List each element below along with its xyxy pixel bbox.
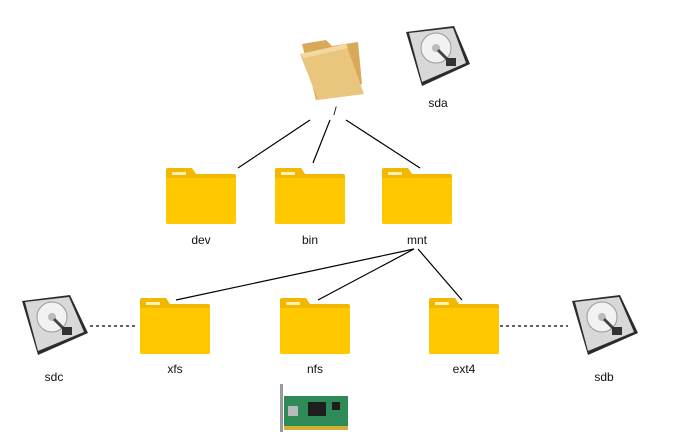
folder-icon — [140, 298, 210, 354]
edge-root-bin — [312, 119, 331, 164]
hard-drive-icon — [570, 293, 640, 357]
sdb-label: sdb — [594, 370, 614, 384]
edge-root-mnt — [345, 119, 421, 169]
hard-drive-icon — [404, 24, 472, 88]
edge-mnt-nfs — [317, 248, 415, 301]
mnt-label: mnt — [406, 233, 428, 247]
open-folder-icon — [296, 24, 372, 100]
folder-icon — [275, 168, 345, 224]
xfs-label: xfs — [167, 362, 183, 376]
edge-root-dev — [237, 119, 311, 169]
bin-label: bin — [301, 233, 319, 247]
edge-mnt-xfs — [175, 248, 415, 301]
nfs-label: nfs — [306, 362, 324, 376]
folder-icon — [280, 298, 350, 354]
dev-label: dev — [191, 233, 211, 247]
sda-label: sda — [428, 96, 448, 110]
hard-drive-icon — [20, 293, 90, 357]
root-label: / — [333, 104, 337, 118]
edge-mnt-ext4 — [417, 248, 463, 301]
ext4-label: ext4 — [452, 362, 476, 376]
folder-icon — [382, 168, 452, 224]
sdc-label: sdc — [44, 370, 64, 384]
folder-icon — [166, 168, 236, 224]
folder-icon — [429, 298, 499, 354]
network-card-icon — [278, 382, 352, 434]
